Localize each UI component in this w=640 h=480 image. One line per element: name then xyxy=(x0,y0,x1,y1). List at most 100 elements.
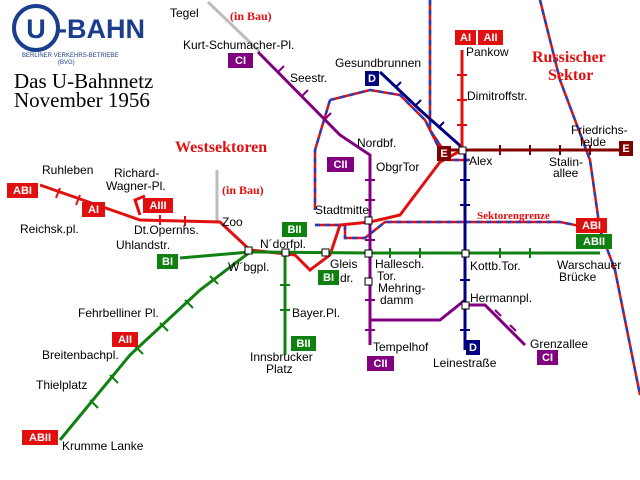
sector-label-russian-1: Russischer xyxy=(532,49,606,66)
line-b-krumme-lanke-route xyxy=(58,250,251,441)
badge-bii-north xyxy=(282,222,307,237)
station-label-thielplatz: Thielplatz xyxy=(36,378,87,392)
station-label-ndorfpl: N´dorfpl. xyxy=(260,237,306,251)
station-labels: Tegel Kurt-Schumacher-Pl. Seestr. Gesund… xyxy=(20,6,628,453)
interchange-gleisdreieck xyxy=(321,248,330,257)
badge-ai-west xyxy=(82,202,105,217)
badge-aiii-richard-wagner xyxy=(143,198,173,213)
sector-border-south-overlay xyxy=(315,220,601,240)
tick xyxy=(159,322,169,332)
station-label-gesundbrunnen: Gesundbrunnen xyxy=(335,56,421,70)
badge-bi-west-text: BI xyxy=(162,256,173,268)
tick xyxy=(414,99,422,107)
tick xyxy=(324,112,332,120)
station-label-nordbf: Nordbf. xyxy=(357,136,396,150)
station-label-stalinallee-2: allee xyxy=(553,166,579,180)
badge-ci-north xyxy=(228,53,253,68)
tick xyxy=(55,187,61,199)
logo-org-line2: (BVG) xyxy=(58,60,75,66)
station-label-dimitroffstr: Dimitroffstr. xyxy=(467,89,527,103)
badge-abi-ruhleben xyxy=(7,183,38,198)
line-d-route xyxy=(378,70,467,350)
badge-cii-south xyxy=(367,356,394,371)
map-title-line1: Das U-Bahnnetz xyxy=(14,69,153,93)
line-badges: AI AII CI D E E CII ABI AI AIII BII BI xyxy=(7,30,633,445)
tick xyxy=(184,299,194,309)
badge-ci-south xyxy=(537,350,558,365)
badge-ai-pankow-text: AI xyxy=(460,32,471,44)
sector-border-west-arc-overlay xyxy=(313,99,332,210)
badge-ci-north-text: CI xyxy=(235,55,246,67)
badge-bi-gleisdreieck-text: BI xyxy=(323,272,334,284)
station-label-bayerpl: Bayer.Pl. xyxy=(292,306,340,320)
interchange-markers xyxy=(244,146,470,310)
interchange-wbgpl xyxy=(244,246,253,255)
station-label-gleisdr-1: Gleis xyxy=(330,257,357,271)
badge-aiii-richard-wagner-text: AIII xyxy=(149,200,166,212)
station-label-ruhleben: Ruhleben xyxy=(42,163,93,177)
station-label-mehringdamm-2: damm xyxy=(380,293,413,307)
station-label-tegel: Tegel xyxy=(170,6,199,20)
interchange-ndorfpl xyxy=(281,248,290,257)
badge-bi-west xyxy=(157,254,178,269)
interchange-alex xyxy=(458,146,467,155)
tick xyxy=(301,89,309,97)
line-b xyxy=(58,250,600,441)
badge-e-friedrichsfelde xyxy=(619,141,633,156)
station-label-obgrtor: ObgrTor xyxy=(376,160,419,174)
tick xyxy=(494,309,502,317)
tick xyxy=(89,399,99,409)
map-title-line2: November 1956 xyxy=(14,88,150,112)
station-label-innsbrucker-1: Innsbrucker xyxy=(250,350,313,364)
station-label-zoo: Zoo xyxy=(222,215,243,229)
line-d xyxy=(378,70,467,350)
line-c-neukoelln xyxy=(465,303,527,347)
construction-note-tegel: (in Bau) xyxy=(230,9,272,23)
construction-line-tegel xyxy=(206,0,262,54)
badge-abi-east xyxy=(576,218,607,233)
station-label-stalinallee-1: Stalin- xyxy=(549,155,583,169)
station-label-innsbrucker-2: Platz xyxy=(266,362,293,376)
station-label-tempelhof: Tempelhof xyxy=(373,340,429,354)
station-label-kurt-schumacher: Kurt-Schumacher-Pl. xyxy=(183,38,294,52)
station-label-uhlandstr: Uhlandstr. xyxy=(116,238,170,252)
construction-note-zoo: (in Bau) xyxy=(222,183,264,197)
sector-label-border: Sektorengrenze xyxy=(477,210,550,222)
sector-border-east-overlay xyxy=(538,0,640,396)
logo-ring xyxy=(12,4,60,52)
station-label-warschauer-2: Brücke xyxy=(559,270,597,284)
station-label-warschauer-1: Warschauer xyxy=(557,258,621,272)
badge-abii-east xyxy=(576,234,612,249)
station-ticks xyxy=(55,65,591,409)
badge-bii-south-text: BII xyxy=(296,338,310,350)
badge-aii-pankow xyxy=(478,30,503,45)
tick xyxy=(75,194,81,206)
badge-e-alex xyxy=(437,146,451,161)
station-label-hallesch-1: Hallesch. xyxy=(375,257,424,271)
badge-cii-south-text: CII xyxy=(373,358,387,370)
badge-abi-east-text: ABI xyxy=(582,220,601,232)
sector-border-north-overlay xyxy=(428,0,470,162)
line-c-neukoelln-route xyxy=(465,303,527,347)
interchange-mehringdamm xyxy=(364,277,373,286)
logo-letter: U xyxy=(26,14,46,44)
badge-e-alex-text: E xyxy=(440,148,447,160)
badge-aii-pankow-text: AII xyxy=(483,32,497,44)
station-label-hallesch-2: Tor. xyxy=(377,269,396,283)
bvg-logo: U -BAHN BERLINER VERKEHRS-BETRIEBE (BVG) xyxy=(12,4,145,66)
badge-abii-south-text: ABII xyxy=(29,432,51,444)
station-label-alex: Alex xyxy=(469,154,492,168)
station-label-kottbtor: Kottb.Tor. xyxy=(470,259,521,273)
badge-ai-pankow xyxy=(455,30,476,45)
station-label-wbgpl: W´bgpl. xyxy=(228,260,269,274)
logo-org-line1: BERLINER VERKEHRS-BETRIEBE xyxy=(22,53,118,59)
station-label-dt-opernhs: Dt.Opernhs. xyxy=(134,223,199,237)
line-a-pankow-route xyxy=(369,50,464,224)
badge-d-north xyxy=(365,71,379,86)
sector-label-russian-2: Sektor xyxy=(548,67,593,84)
interchange-hallesches-tor xyxy=(364,249,373,258)
tick xyxy=(109,374,119,384)
sector-label-west: Westsektoren xyxy=(175,139,267,156)
station-label-fehrbelliner: Fehrbelliner Pl. xyxy=(78,306,159,320)
